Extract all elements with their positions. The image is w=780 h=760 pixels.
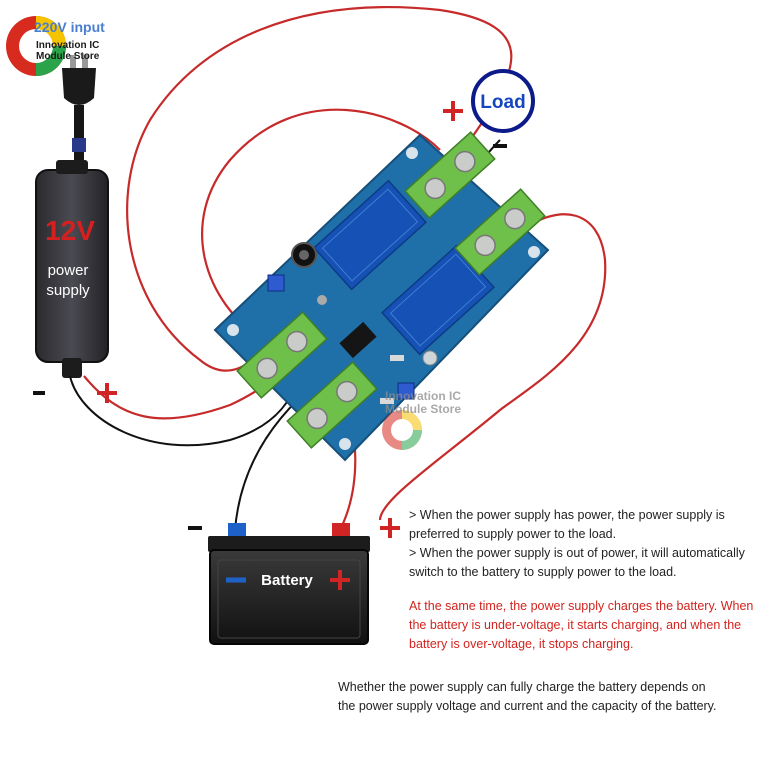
power-supply-brick (35, 160, 109, 378)
load-circle (471, 69, 535, 133)
note-line: > When the power supply is out of power,… (409, 546, 745, 579)
watermark-line2: Module Store (385, 402, 462, 416)
battery-body (208, 523, 370, 645)
watermark-logo (382, 410, 422, 450)
notes-red: At the same time, the power supply charg… (409, 599, 754, 651)
plus-sign-battery-terminal (380, 518, 400, 538)
power-supply-line1: power (48, 262, 89, 279)
watermark-line1: Innovation IC (385, 389, 461, 403)
load-label: Load (480, 92, 525, 113)
battery-label: Battery (261, 572, 313, 589)
relay-module-pcb (213, 133, 550, 462)
notes-black: > When the power supply has power, the p… (409, 506, 769, 582)
red-wires (83, 6, 607, 531)
terminal-blocks (236, 131, 546, 449)
power-supply-voltage: 12V (45, 215, 95, 246)
plus-sign-psu (97, 383, 117, 403)
notes-bottom: Whether the power supply can fully charg… (338, 680, 717, 713)
logo-line2: Module Store (36, 51, 100, 62)
polarity-signs (33, 101, 507, 590)
ac-plug (62, 55, 96, 170)
plus-sign-battery-body (330, 570, 350, 590)
logo-line1: Innovation IC (36, 40, 100, 51)
plus-sign-load (443, 101, 463, 121)
input-voltage-label: 220V input (34, 19, 105, 35)
store-logo (6, 16, 66, 76)
note-line: > When the power supply has power, the p… (409, 508, 725, 541)
power-supply-line2: supply (46, 282, 90, 299)
